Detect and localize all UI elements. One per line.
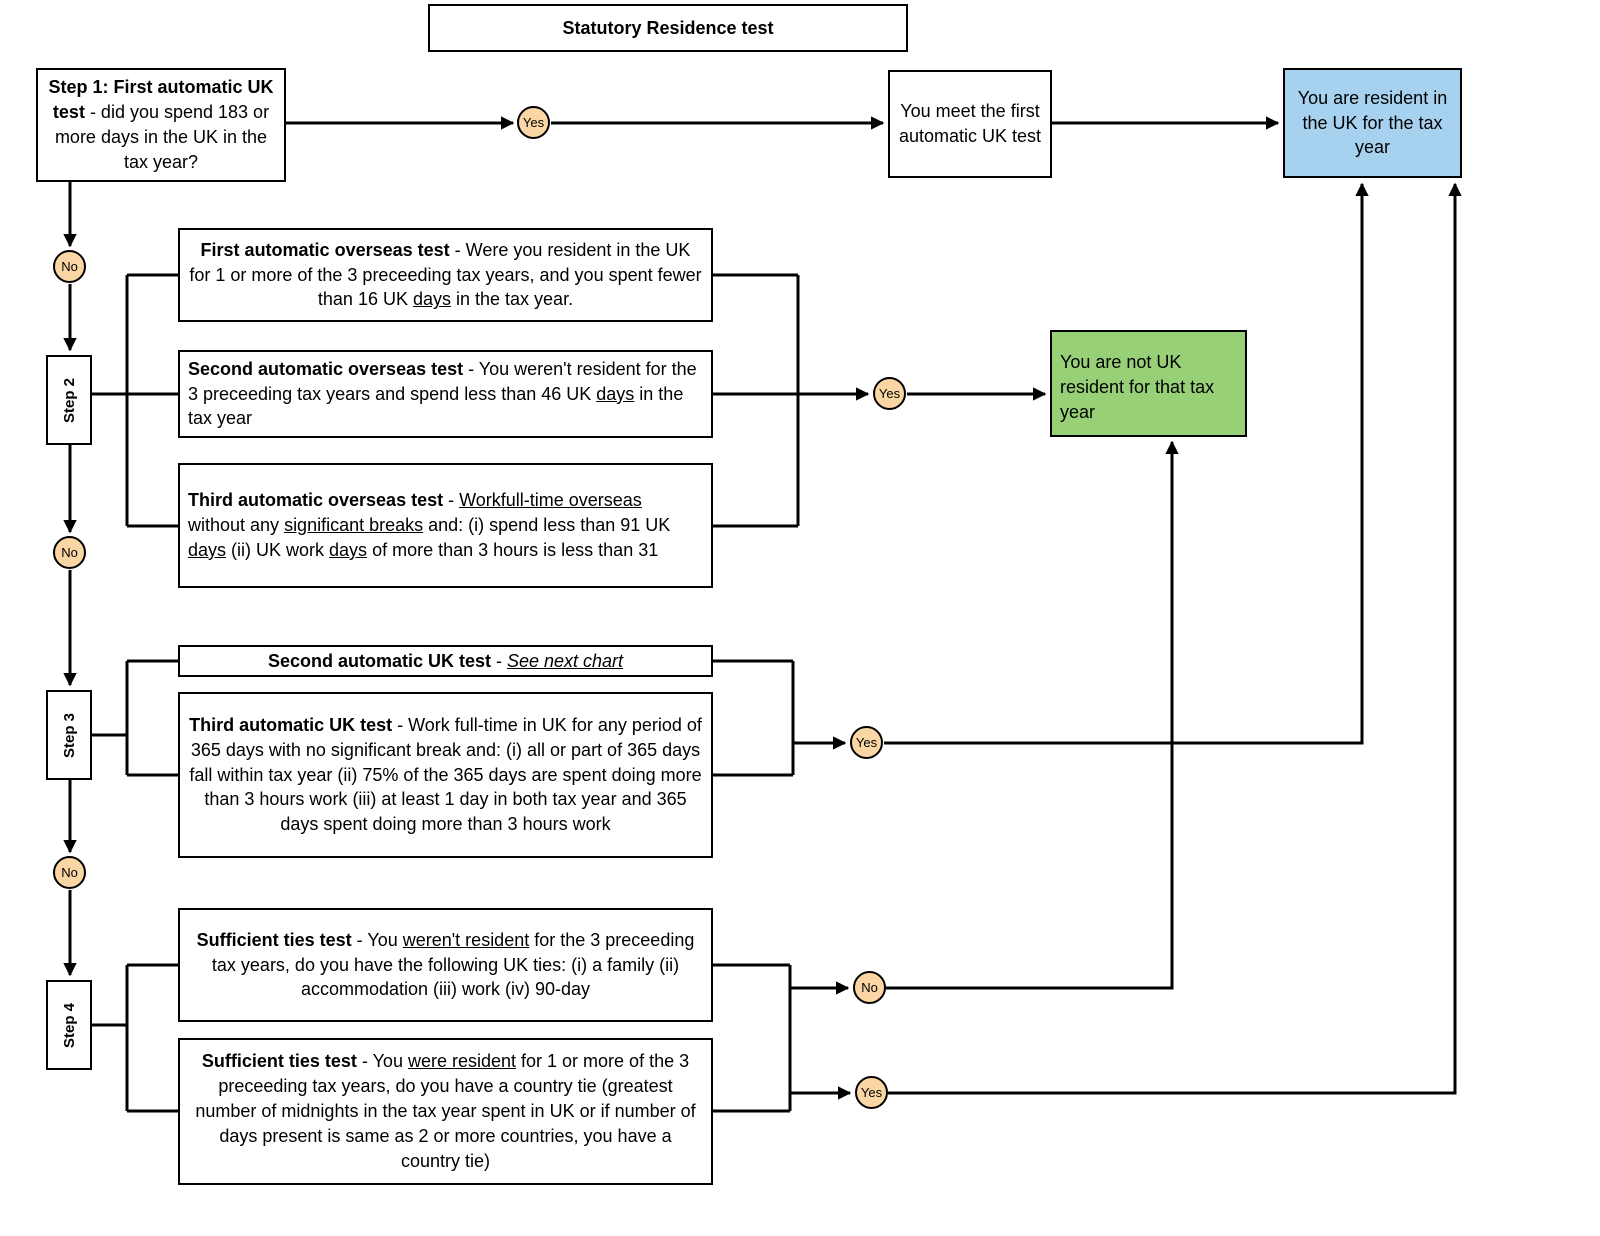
yes-circle-step4: Yes — [855, 1076, 888, 1109]
sufficient-ties-test-not-resident-box: Sufficient ties test - You weren't resid… — [178, 908, 713, 1022]
no-circle-step4: No — [853, 971, 886, 1004]
third-automatic-overseas-test-box: Third automatic overseas test - Workfull… — [178, 463, 713, 588]
first-automatic-overseas-test-box: First automatic overseas test - Were you… — [178, 228, 713, 322]
yes-circle-step3: Yes — [850, 726, 883, 759]
meet-first-automatic-test-box: You meet the first automatic UK test — [888, 70, 1052, 178]
second-automatic-uk-test-box: Second automatic UK test - See next char… — [178, 645, 713, 677]
yes-circle-step2: Yes — [873, 377, 906, 410]
not-resident-outcome-box: You are not UK resident for that tax yea… — [1050, 330, 1247, 437]
second-automatic-overseas-test-box: Second automatic overseas test - You wer… — [178, 350, 713, 438]
resident-outcome-box: You are resident in the UK for the tax y… — [1283, 68, 1462, 178]
step3-label: Step 3 — [60, 712, 78, 758]
yes-circle-step1: Yes — [517, 106, 550, 139]
step1-question-box: Step 1: First automatic UK test - did yo… — [36, 68, 286, 182]
step2-label-box: Step 2 — [46, 355, 92, 445]
step2-label: Step 2 — [60, 377, 78, 423]
no-circle-step3: No — [53, 856, 86, 889]
chart-title: Statutory Residence test — [428, 4, 908, 52]
no-circle-step1: No — [53, 250, 86, 283]
third-automatic-uk-test-box: Third automatic UK test - Work full-time… — [178, 692, 713, 858]
step4-label-box: Step 4 — [46, 980, 92, 1070]
sufficient-ties-test-resident-box: Sufficient ties test - You were resident… — [178, 1038, 713, 1185]
step3-label-box: Step 3 — [46, 690, 92, 780]
step4-label: Step 4 — [60, 1002, 78, 1048]
no-circle-step2: No — [53, 536, 86, 569]
